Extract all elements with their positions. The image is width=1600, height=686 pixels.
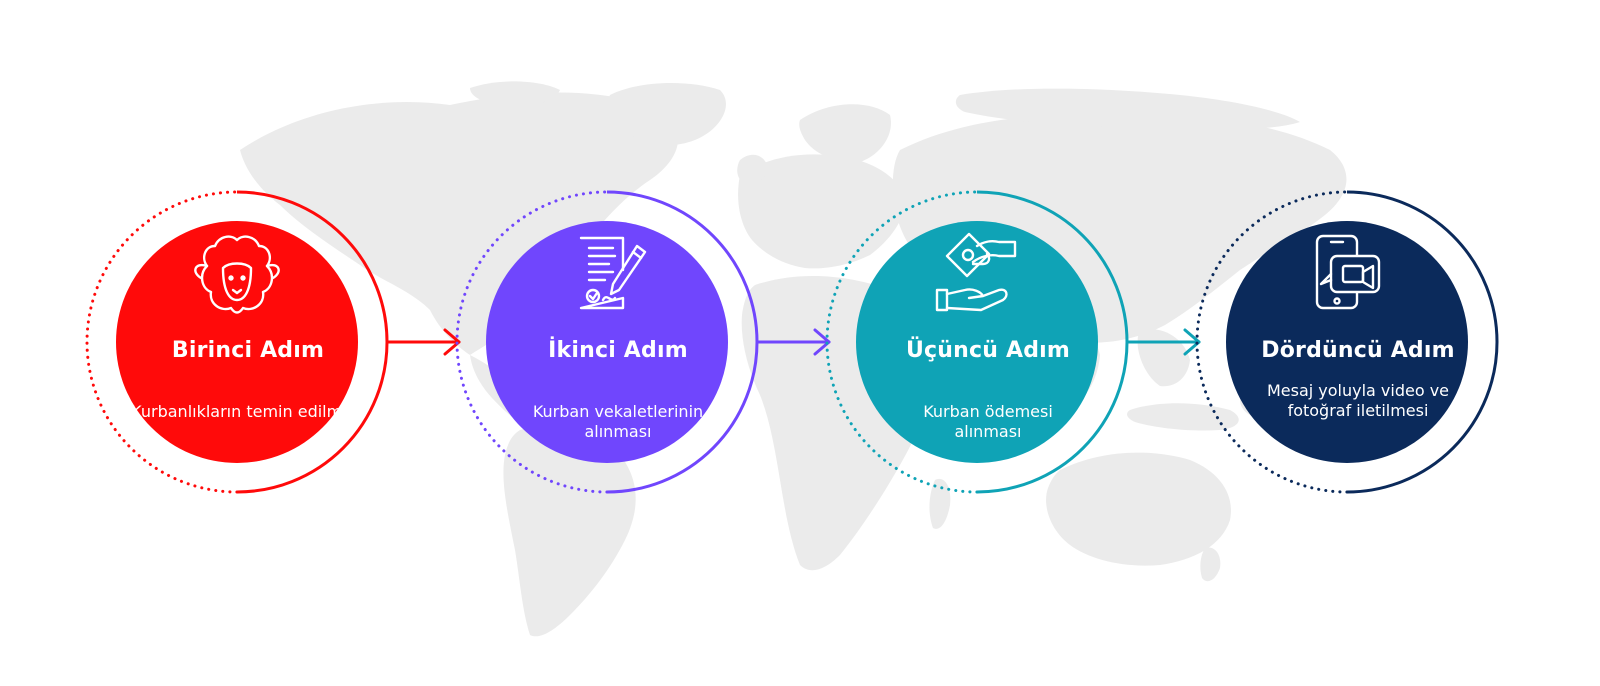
step-2-description: Kurban vekaletlerinin alınması: [532, 402, 704, 441]
step-2-ring-dotted: [455, 190, 609, 494]
arrow-step-2-to-3: [755, 328, 831, 356]
step-3-title: Üçüncü Adım: [905, 338, 1071, 363]
step-3-node: [825, 190, 1129, 494]
arrow-step-1-to-2: [385, 328, 461, 356]
step-3-ring-dotted: [825, 190, 979, 494]
step-1-disc: [116, 221, 358, 463]
step-2-title: İkinci Adım: [548, 338, 688, 363]
step-4-title: Dördüncü Adım: [1261, 338, 1455, 363]
step-4-disc: [1226, 221, 1468, 463]
phone-video-icon: [1315, 234, 1381, 310]
step-1-ring-dotted: [85, 190, 239, 494]
step-4-ring-dotted: [1195, 190, 1349, 494]
arrow-step-3-to-4: [1125, 328, 1201, 356]
step-2-disc: [486, 221, 728, 463]
contract-signature-icon: [579, 236, 647, 310]
step-3-disc: [856, 221, 1098, 463]
step-1-title: Birinci Adım: [171, 338, 325, 363]
step-3-description: Kurban ödemesi alınması: [923, 402, 1053, 441]
step-4-description: Mesaj yoluyla video ve fotoğraf iletilme…: [1266, 381, 1450, 420]
hand-money-payment-icon: [935, 232, 1017, 312]
sheep-icon: [194, 235, 280, 314]
step-4-node: [1195, 190, 1499, 494]
step-1-description: Kurbanlıkların temin edilmesi: [131, 402, 365, 421]
step-4-ring-solid: [1346, 190, 1499, 494]
